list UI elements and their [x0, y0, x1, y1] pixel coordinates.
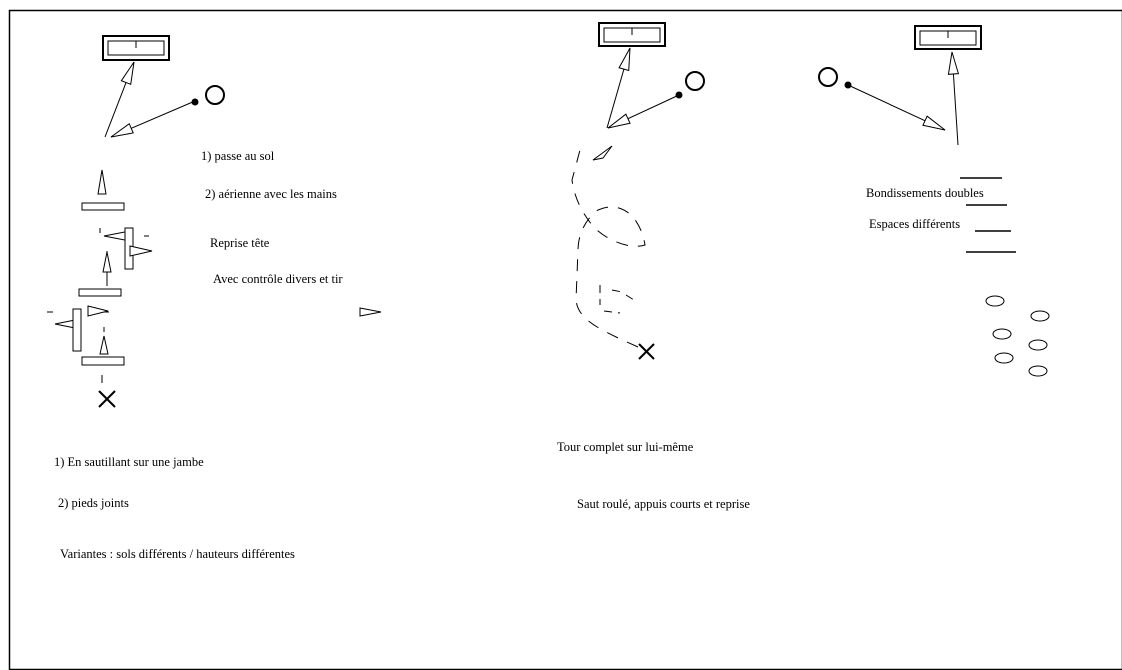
ball-3	[844, 81, 852, 89]
label-reprise-tete: Reprise tête	[210, 236, 270, 250]
ball-2	[675, 91, 683, 99]
label-bondissements: Bondissements doubles	[866, 186, 984, 200]
pass-arrow-1	[110, 100, 196, 138]
label-saut-roule: Saut roulé, appuis courts et reprise	[577, 497, 750, 511]
player-1	[205, 85, 225, 105]
label-sautillant: 1) En sautillant sur une jambe	[54, 455, 204, 469]
label-passe-au-sol: 1) passe au sol	[201, 149, 275, 163]
player-2	[685, 71, 705, 91]
hurdle-course	[47, 169, 382, 408]
hurdle-lines	[960, 177, 1016, 253]
ball-1	[191, 98, 199, 106]
goal-1	[102, 35, 170, 61]
pass-arrow-2	[607, 94, 680, 129]
shot-arrow-3	[947, 51, 960, 146]
pass-arrow-3	[847, 84, 946, 131]
goal-2	[598, 22, 666, 47]
label-controle: Avec contrôle divers et tir	[213, 272, 343, 286]
label-variantes: Variantes : sols différents / hauteurs d…	[60, 547, 295, 561]
goal-3	[914, 25, 982, 50]
player-3	[818, 67, 838, 87]
label-aerienne: 2) aérienne avec les mains	[205, 187, 337, 201]
dribble-path	[571, 145, 655, 360]
shot-arrow-1	[104, 61, 135, 138]
shot-arrow-2	[606, 47, 631, 129]
label-pieds-joints: 2) pieds joints	[58, 496, 129, 510]
label-tour-complet: Tour complet sur lui-même	[557, 440, 694, 454]
label-espaces: Espaces différents	[869, 217, 961, 231]
cones	[985, 295, 1050, 377]
